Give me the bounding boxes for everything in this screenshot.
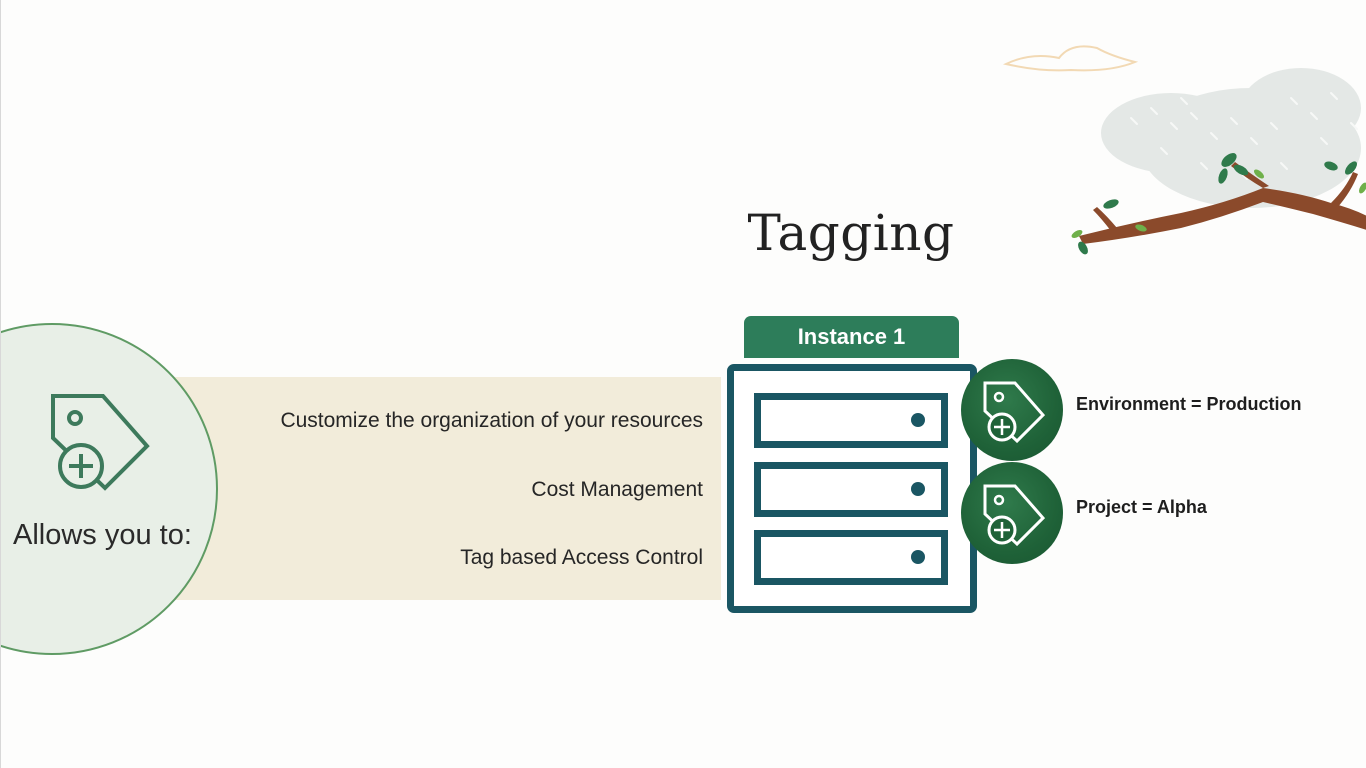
server-drive [754, 462, 948, 517]
benefit-item: Tag based Access Control [460, 546, 703, 569]
tag-environment-label: Environment = Production [1076, 394, 1302, 414]
server-drive [754, 530, 948, 585]
tag-badge [961, 462, 1063, 564]
tag-project-label: Project = Alpha [1076, 497, 1207, 517]
tag-plus-icon [983, 484, 1046, 547]
server-drive [754, 393, 948, 448]
tag-plus-icon [51, 394, 150, 491]
tree-branch-illustration [1002, 45, 1366, 255]
allows-text: Allows you to: [13, 519, 192, 551]
server-icon [727, 364, 977, 613]
tag-badge [961, 359, 1063, 461]
instance-label: Instance 1 [744, 316, 959, 358]
benefit-item: Cost Management [531, 478, 703, 501]
drive-led [911, 413, 925, 427]
drive-led [911, 482, 925, 496]
drive-led [911, 550, 925, 564]
benefit-item: Customize the organization of your resou… [280, 409, 703, 432]
slide-title: Tagging [747, 204, 955, 262]
tag-plus-icon [983, 381, 1046, 444]
benefits-band: Customize the organization of your resou… [151, 377, 721, 600]
